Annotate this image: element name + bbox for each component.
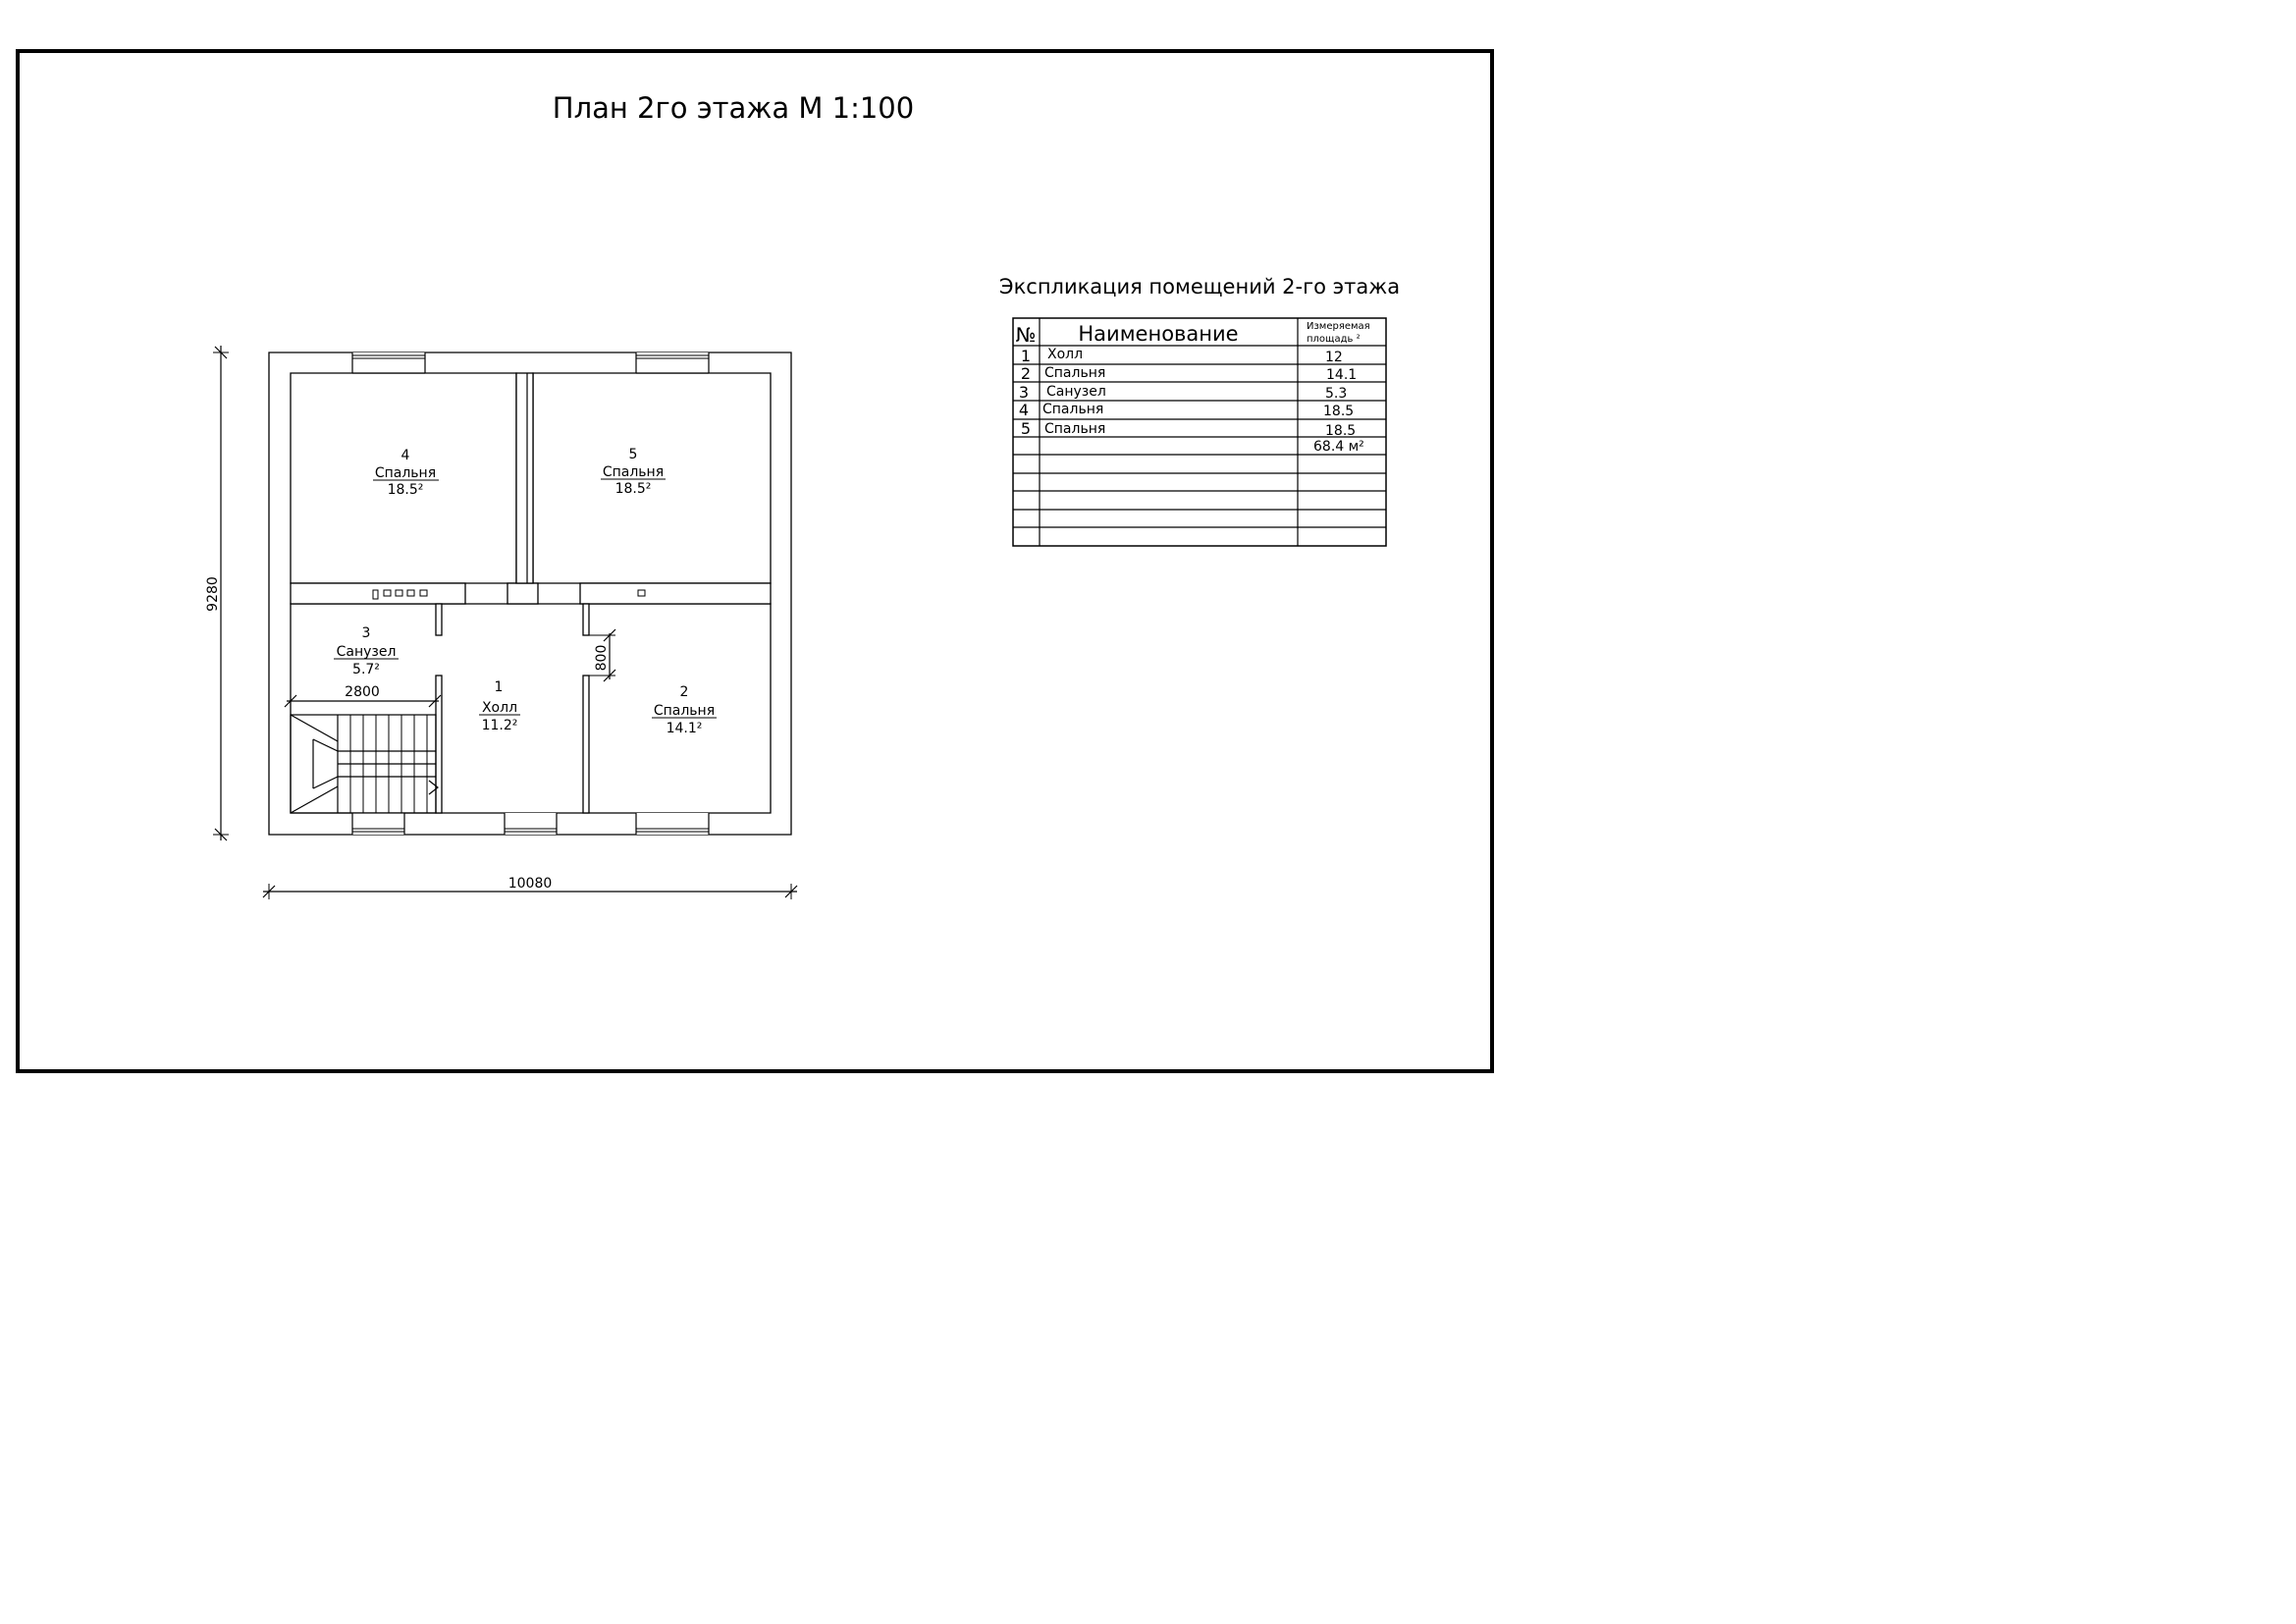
room-name: Спальня <box>603 464 664 480</box>
row-name: Спальня <box>1042 402 1103 417</box>
dimension-height-value: 9280 <box>205 576 221 612</box>
table-row: 5 Спальня 18.5 <box>1021 419 1356 439</box>
room-label-3: 3 Санузел 5.7² <box>334 625 399 677</box>
explication: Экспликация помещений 2-го этажа № Наиме… <box>999 275 1400 547</box>
room-area: 11.2² <box>482 718 518 733</box>
room-number: 2 <box>680 684 689 700</box>
table-row: 4 Спальня 18.5 <box>1019 401 1354 419</box>
explication-title: Экспликация помещений 2-го этажа <box>999 275 1400 298</box>
row-area: 18.5 <box>1325 423 1356 439</box>
row-area: 12 <box>1325 350 1343 365</box>
room-label-5: 5 Спальня 18.5² <box>601 447 666 497</box>
floor-plan: 4 Спальня 18.5² 5 Спальня 18.5² 3 Санузе… <box>205 346 798 899</box>
room-name: Санузел <box>337 644 397 660</box>
row-num: 1 <box>1021 347 1031 365</box>
room-name: Спальня <box>375 465 436 481</box>
room-number: 5 <box>629 447 638 462</box>
row-num: 3 <box>1019 383 1029 402</box>
dimension-door-value: 800 <box>594 645 610 672</box>
row-name: Холл <box>1047 347 1083 362</box>
staircase <box>290 714 439 814</box>
room-number: 4 <box>401 448 410 463</box>
room-name: Спальня <box>654 703 715 719</box>
row-name: Спальня <box>1044 365 1105 381</box>
room-number: 1 <box>495 679 504 695</box>
room-area: 18.5² <box>388 482 424 498</box>
drawing-sheet: План 2го этажа М 1:100 <box>16 49 1494 1073</box>
windows <box>351 352 710 835</box>
table-row: 1 Холл 12 <box>1021 347 1343 365</box>
row-num: 4 <box>1019 401 1029 419</box>
room-area: 14.1² <box>667 721 703 736</box>
interior-walls <box>290 372 772 814</box>
room-name: Холл <box>482 700 517 716</box>
header-num: № <box>1016 323 1037 347</box>
header-name: Наименование <box>1078 322 1238 346</box>
row-area: 5.3 <box>1325 386 1347 402</box>
room-area: 18.5² <box>615 481 652 497</box>
header-area-line2: площадь ² <box>1307 334 1361 345</box>
stair-arrow-icon <box>428 780 439 795</box>
table-row: 2 Спальня 14.1 <box>1021 364 1357 383</box>
row-name: Санузел <box>1046 384 1106 400</box>
sheet-frame <box>16 49 1494 1073</box>
room-area: 5.7² <box>352 662 380 677</box>
dimension-height: 9280 <box>205 346 229 841</box>
row-num: 2 <box>1021 364 1031 383</box>
room-label-1: 1 Холл 11.2² <box>479 679 520 733</box>
row-area: 18.5 <box>1323 404 1354 419</box>
room-number: 3 <box>362 625 371 641</box>
drawing-title: План 2го этажа М 1:100 <box>553 91 914 125</box>
dimension-bath: 2800 <box>284 684 442 708</box>
table-total: 68.4 м² <box>1313 439 1364 455</box>
dimension-door: 800 <box>589 628 616 682</box>
header-area-line1: Измеряемая <box>1307 321 1370 332</box>
dimension-width-value: 10080 <box>508 876 553 892</box>
row-name: Спальня <box>1044 421 1105 437</box>
table-row: 3 Санузел 5.3 <box>1019 383 1347 402</box>
dimension-width: 10080 <box>262 876 798 899</box>
row-area: 14.1 <box>1326 367 1357 383</box>
explication-table: № Наименование Измеряемая площадь ² 1 Хо… <box>1012 317 1387 547</box>
dimension-bath-value: 2800 <box>345 684 380 700</box>
room-label-2: 2 Спальня 14.1² <box>652 684 717 736</box>
row-num: 5 <box>1021 419 1031 438</box>
room-label-4: 4 Спальня 18.5² <box>373 448 439 498</box>
